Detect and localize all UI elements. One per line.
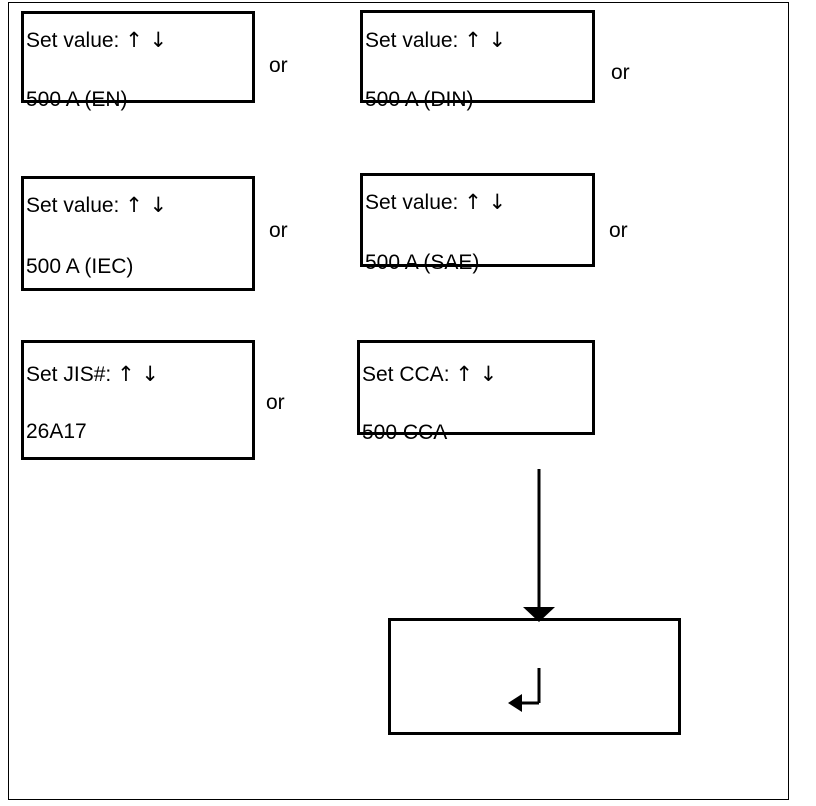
- up-down-arrows-icon: ↑ ↓: [464, 28, 507, 52]
- or-connector: or: [269, 54, 288, 77]
- display-box-sae: Set value: ↑ ↓ 500 A (SAE): [360, 173, 595, 274]
- display-value: 500 A (IEC): [26, 255, 134, 278]
- display-box-din: Set value: ↑ ↓ 500 A (DIN): [360, 10, 595, 111]
- up-down-arrows-icon: ↑ ↓: [464, 190, 507, 214]
- enter-return-icon: [508, 668, 541, 712]
- display-label: Set JIS#:: [26, 363, 112, 386]
- or-connector: or: [269, 219, 288, 242]
- display-box-cca: Set CCA: ↑ ↓ 500 CCA: [357, 340, 595, 444]
- up-down-arrows-icon: ↑ ↓: [125, 193, 168, 217]
- display-value: 26A17: [26, 420, 87, 443]
- display-value: 500 CCA: [362, 421, 448, 444]
- display-box-en: Set value: ↑ ↓ 500 A (EN): [21, 11, 255, 111]
- display-label: Set CCA:: [362, 363, 450, 386]
- display-box-iec: Set value: ↑ ↓ 500 A (IEC): [21, 176, 255, 291]
- display-value: 500 A (DIN): [365, 88, 474, 111]
- display-label: Set value:: [365, 191, 459, 214]
- up-down-arrows-icon: ↑ ↓: [117, 362, 159, 386]
- or-connector: or: [609, 219, 628, 242]
- up-down-arrows-icon: ↑ ↓: [455, 362, 498, 386]
- display-label: Set value:: [365, 29, 459, 52]
- display-value: 500 A (EN): [26, 88, 128, 111]
- up-down-arrows-icon: ↑ ↓: [125, 28, 168, 52]
- diagram-frame: [8, 2, 789, 800]
- display-box-jis: Set JIS#: ↑ ↓ 26A17: [21, 340, 255, 460]
- or-connector: or: [611, 61, 630, 84]
- display-label: Set value:: [26, 194, 120, 217]
- or-connector: or: [266, 391, 285, 414]
- display-value: 500 A (SAE): [365, 251, 480, 274]
- enter-key-box: [388, 618, 681, 735]
- display-label: Set value:: [26, 29, 120, 52]
